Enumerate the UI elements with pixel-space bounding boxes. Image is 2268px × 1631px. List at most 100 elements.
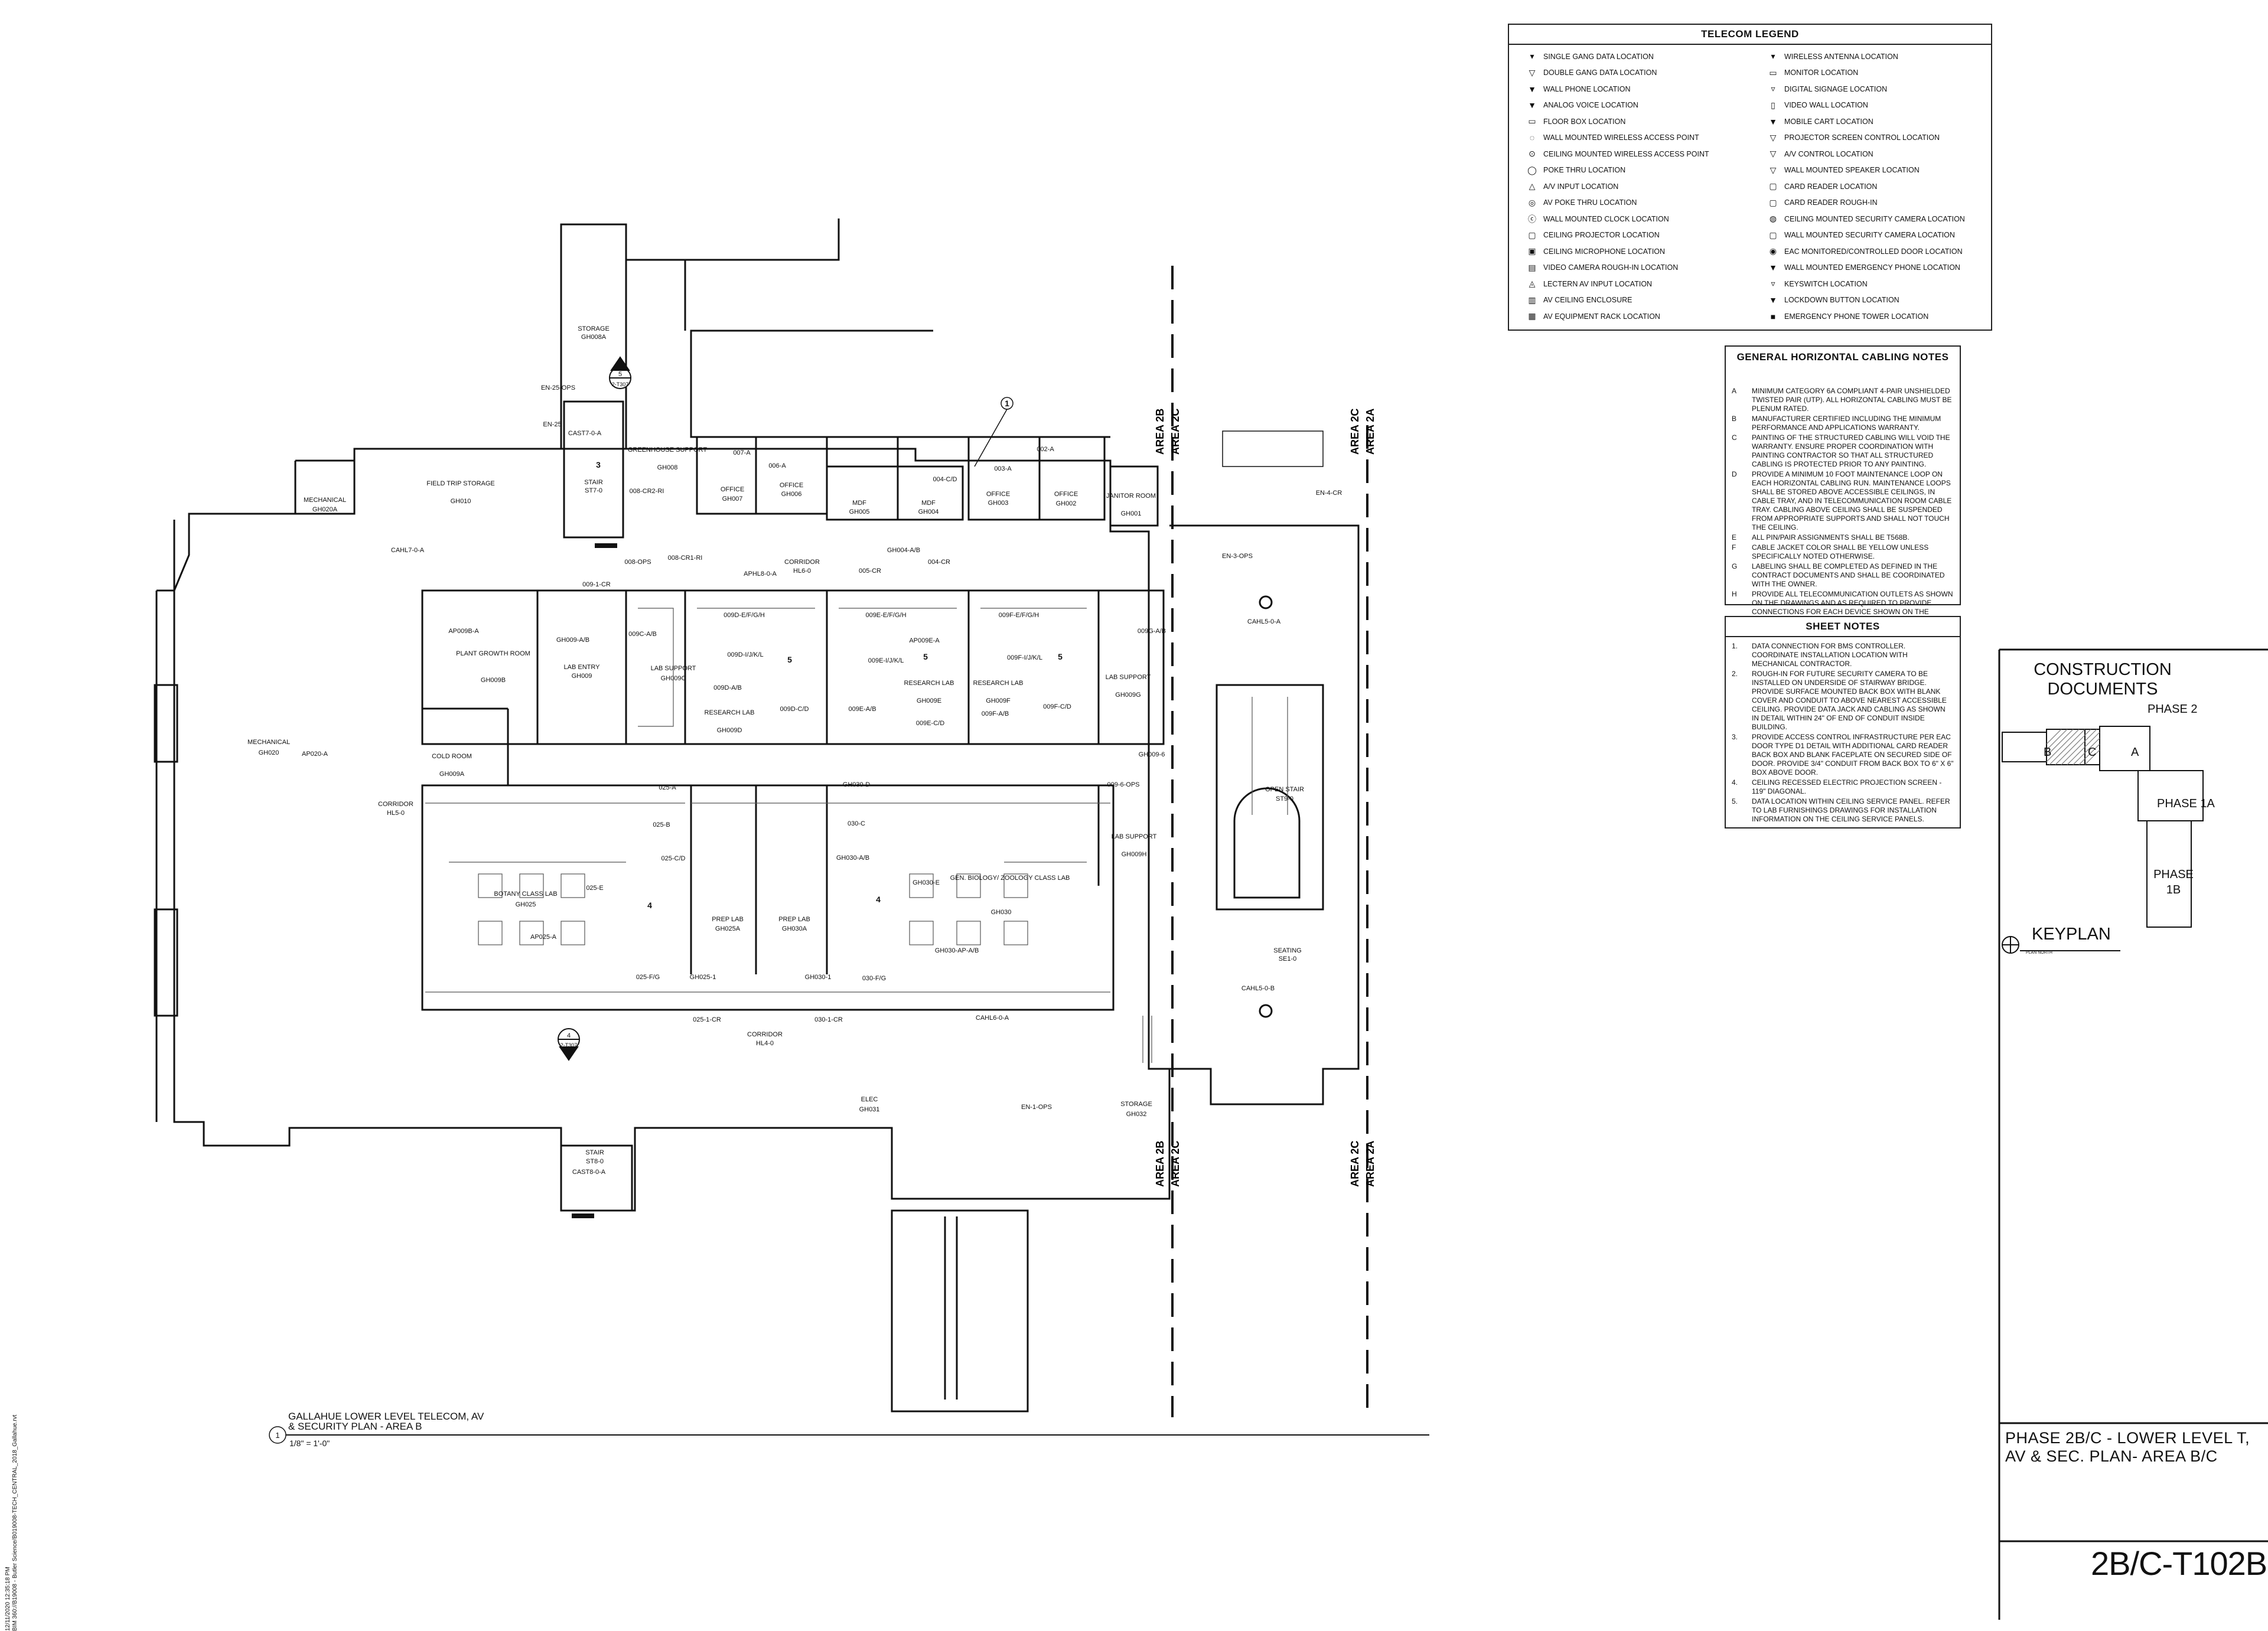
device-030fg: 030-F/G xyxy=(862,975,886,982)
legend-label: WIRELESS ANTENNA LOCATION xyxy=(1784,52,1898,61)
legend-label: DOUBLE GANG DATA LOCATION xyxy=(1543,68,1657,77)
room-prep30-number: GH030A xyxy=(782,925,807,932)
box-mon-icon: ▭ xyxy=(1769,67,1777,77)
legend-label: CEILING MOUNTED WIRELESS ACCESS POINT xyxy=(1543,149,1709,158)
room-corridor-west-number: HL5-0 xyxy=(387,810,405,817)
room-office6-number: GH006 xyxy=(781,491,802,498)
legend-item: ▢CEILING PROJECTOR LOCATION xyxy=(1521,227,1738,244)
room-lab-support-c-number: GH009C xyxy=(661,675,686,682)
section-marker-4 xyxy=(558,1028,580,1061)
keyplan-c: C xyxy=(2088,746,2097,759)
note-item: 3.PROVIDE ACCESS CONTROL INFRASTRUCTURE … xyxy=(1732,733,1954,777)
legend-item: ▿DIGITAL SIGNAGE LOCATION xyxy=(1762,81,1979,97)
circle-wap-icon: ◌ xyxy=(1529,133,1535,143)
note-key: 4. xyxy=(1732,778,1738,787)
note-item: 4.CEILING RECESSED ELECTRIC PROJECTION S… xyxy=(1732,778,1954,796)
room-storage-bot: STORAGE xyxy=(1120,1101,1152,1108)
legend-item: ▢WALL MOUNTED SECURITY CAMERA LOCATION xyxy=(1762,227,1979,244)
note-key: D xyxy=(1732,470,1737,478)
legend-label: PROJECTOR SCREEN CONTROL LOCATION xyxy=(1784,133,1940,142)
device-009dcd: 009D-C/D xyxy=(780,706,809,713)
device-005cr: 005-CR xyxy=(859,567,881,575)
box-vw-icon: ▯ xyxy=(1771,100,1775,110)
triangle-avc-icon: ▽ xyxy=(1770,149,1777,159)
room-stair7-number: ST7-0 xyxy=(585,487,602,494)
section-4-sheet: 2-T307 xyxy=(561,1042,578,1048)
box-cr-ri-icon: ▢ xyxy=(1769,197,1777,207)
room-corridor-bot-number: HL4-0 xyxy=(756,1040,774,1047)
sheet-title: PHASE 2B/C - LOWER LEVEL T, AV & SEC. PL… xyxy=(2005,1429,2250,1465)
area-west-top: AREA 2B xyxy=(1154,409,1166,455)
device-009dijkl: 009D-I/J/K/L xyxy=(727,651,763,658)
legend-label: WALL PHONE LOCATION xyxy=(1543,84,1631,93)
keynote-5b: 5 xyxy=(923,652,928,661)
room-greenhouse-number: GH008 xyxy=(657,464,678,471)
note-text: LABELING SHALL BE COMPLETED AS DEFINED I… xyxy=(1752,562,1945,588)
device-0251cr: 025-1-CR xyxy=(693,1016,721,1023)
device-006a: 006-A xyxy=(768,462,786,469)
keynote-3: 3 xyxy=(596,460,601,469)
drawing-title-text: GALLAHUE LOWER LEVEL TELECOM, AV & SECUR… xyxy=(288,1411,484,1432)
device-en4cr: EN-4-CR xyxy=(1316,490,1342,497)
drawing-scale: 1/8" = 1'-0" xyxy=(289,1438,330,1448)
box-vc-icon: ▤ xyxy=(1528,262,1536,272)
building-outline xyxy=(173,448,1171,1212)
keyplan-label: KEYPLAN xyxy=(2032,925,2111,944)
legend-label: AV EQUIPMENT RACK LOCATION xyxy=(1543,312,1660,321)
sheet-number: 2B/C-T102B xyxy=(2091,1545,2267,1582)
triangle-l-icon: ◬ xyxy=(1529,279,1536,289)
triangle-ks-icon: ▿ xyxy=(1771,279,1775,289)
note-key: A xyxy=(1732,387,1737,395)
telecom-legend: TELECOM LEGEND ▾SINGLE GANG DATA LOCATIO… xyxy=(1508,24,1992,331)
note-key: G xyxy=(1732,562,1738,570)
room-plant-growth: PLANT GROWTH ROOM xyxy=(456,650,530,657)
legend-item: ▥AV CEILING ENCLOSURE xyxy=(1521,292,1738,309)
device-ap025: AP025-A xyxy=(530,934,557,941)
device-en3ops: EN-3-OPS xyxy=(1222,553,1253,560)
legend-label: AV POKE THRU LOCATION xyxy=(1543,198,1637,207)
legend-item: ◬LECTERN AV INPUT LOCATION xyxy=(1521,276,1738,292)
circle-ap-icon: ⊙ xyxy=(1529,149,1536,159)
room-bio-number: GH030 xyxy=(991,909,1012,916)
section-5-sheet: 2-T307 xyxy=(612,381,629,387)
legend-item: ▽DOUBLE GANG DATA LOCATION xyxy=(1521,65,1738,81)
keyplan-north: PLAN NORTH xyxy=(2026,951,2052,955)
device-aphl8: APHL8-0-A xyxy=(744,570,777,578)
area-boundary-lines xyxy=(1171,266,1368,1417)
device-cahl7: CAHL7-0-A xyxy=(391,547,425,554)
lab-block-south xyxy=(421,784,1115,1011)
legend-item: ■EMERGENCY PHONE TOWER LOCATION xyxy=(1762,308,1979,325)
area-east-bottom: AREA 2A xyxy=(1364,409,1376,455)
device-009cr: 009-1-CR xyxy=(582,581,611,588)
legend-label: AV CEILING ENCLOSURE xyxy=(1543,296,1632,305)
box-rack-icon: ▦ xyxy=(1528,311,1536,321)
device-009defgh: 009D-E/F/G/H xyxy=(724,612,765,619)
device-ap009b: AP009B-A xyxy=(448,628,479,635)
device-009fijkl: 009F-I/J/K/L xyxy=(1007,654,1042,661)
legend-label: SINGLE GANG DATA LOCATION xyxy=(1543,52,1654,61)
area-east-top-2: AREA 2C xyxy=(1349,1141,1361,1187)
room-mech-west-number: GH020 xyxy=(259,749,279,756)
device-ap009e: AP009E-A xyxy=(909,637,940,644)
keyplan-phase1b: PHASE 1B xyxy=(2153,868,2194,896)
keyplan-a: A xyxy=(2131,746,2139,759)
legend-item: ▽WALL MOUNTED SPEAKER LOCATION xyxy=(1762,162,1979,179)
triangle-filled-icon: ▼ xyxy=(1528,84,1536,94)
room-office7-number: GH007 xyxy=(722,495,743,503)
drawing-title: GALLAHUE LOWER LEVEL TELECOM, AV & SECUR… xyxy=(288,1411,489,1431)
keyplan-b: B xyxy=(2044,746,2052,759)
legend-item: ▢CARD READER LOCATION xyxy=(1762,178,1979,195)
note-item: G LABELING SHALL BE COMPLETED AS DEFINED … xyxy=(1732,562,1954,589)
room-seating-number: SE1-0 xyxy=(1279,955,1297,963)
device-009fefgh: 009F-E/F/G/H xyxy=(999,612,1040,619)
note-key: C xyxy=(1732,433,1737,442)
note-key: B xyxy=(1732,415,1737,423)
room-botany-number: GH025 xyxy=(516,901,536,908)
legend-label: A/V CONTROL LOCATION xyxy=(1784,149,1873,158)
device-025cd: 025-C/D xyxy=(662,855,686,862)
note-text: PAINTING OF THE STRUCTURED CABLING WILL … xyxy=(1752,433,1950,468)
area-west-top-2: AREA 2B xyxy=(1154,1141,1166,1187)
section-5-number: 5 xyxy=(618,371,622,378)
